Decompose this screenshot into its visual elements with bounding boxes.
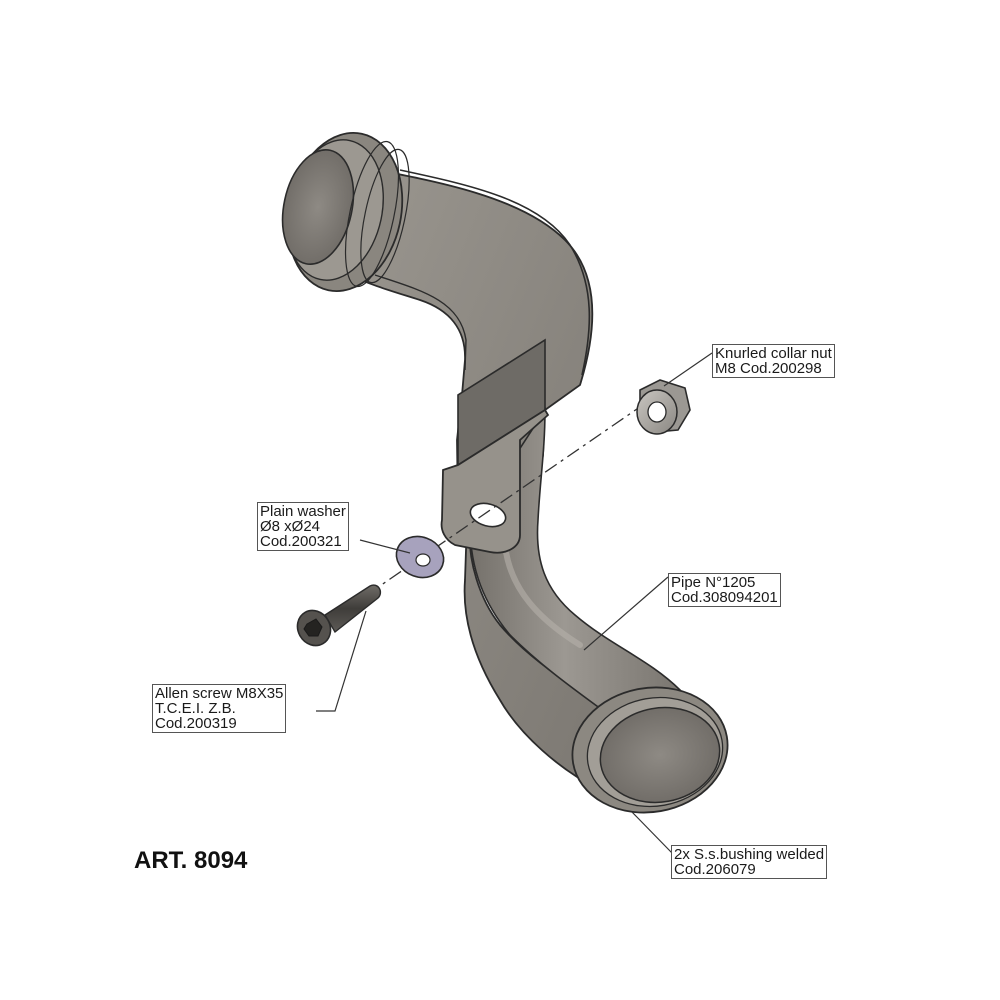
assembly-axis-line xyxy=(344,399,651,611)
bushing-code: Cod.206079 xyxy=(674,861,756,878)
leader-lines xyxy=(316,352,713,854)
collar-nut-code: M8 Cod.200298 xyxy=(715,360,822,377)
leader-washer xyxy=(359,539,411,554)
plain-washer xyxy=(395,535,445,579)
pipe-upper-inner xyxy=(374,274,467,371)
pipe-top-inlet xyxy=(281,131,410,293)
callout-pipe: Pipe N°1205 Cod.308094201 xyxy=(668,573,781,607)
leader-pipe xyxy=(583,576,669,651)
leader-bushing xyxy=(631,811,673,854)
callout-collar-nut: Knurled collar nut M8 Cod.200298 xyxy=(712,344,835,378)
callout-bushing: 2x S.s.bushing welded Cod.206079 xyxy=(671,845,828,879)
pipe xyxy=(281,131,729,814)
leader-screw xyxy=(316,610,367,712)
washer-code: Cod.200321 xyxy=(260,533,342,550)
bracket-slot xyxy=(469,502,507,528)
washer-name: Plain washer xyxy=(260,503,346,520)
callout-washer: Plain washer Ø8 xØ24 Cod.200321 xyxy=(257,502,349,551)
screw-name: Allen screw M8X35 xyxy=(155,685,284,702)
collar-nut xyxy=(636,379,691,435)
screw-code: Cod.200319 xyxy=(155,715,237,732)
pipe-upper-outer xyxy=(399,169,591,376)
pipe-lower-highlight xyxy=(502,542,583,648)
callout-screw: Allen screw M8X35 T.C.E.I. Z.B. Cod.2003… xyxy=(152,684,287,733)
pipe-bottom-outlet xyxy=(571,686,729,814)
bushing-name: 2x S.s.bushing welded xyxy=(674,846,825,863)
collar-nut-name: Knurled collar nut xyxy=(715,345,832,362)
mounting-bracket xyxy=(440,338,550,554)
pipe-name: Pipe N°1205 xyxy=(671,574,756,591)
allen-screw xyxy=(296,584,382,647)
leader-collar-nut xyxy=(663,352,713,387)
article-number-title: ART. 8094 xyxy=(134,847,248,874)
pipe-code: Cod.308094201 xyxy=(671,589,778,606)
washer-size: Ø8 xØ24 xyxy=(260,518,321,535)
pipe-lower-section xyxy=(469,407,682,713)
screw-spec: T.C.E.I. Z.B. xyxy=(155,700,236,717)
